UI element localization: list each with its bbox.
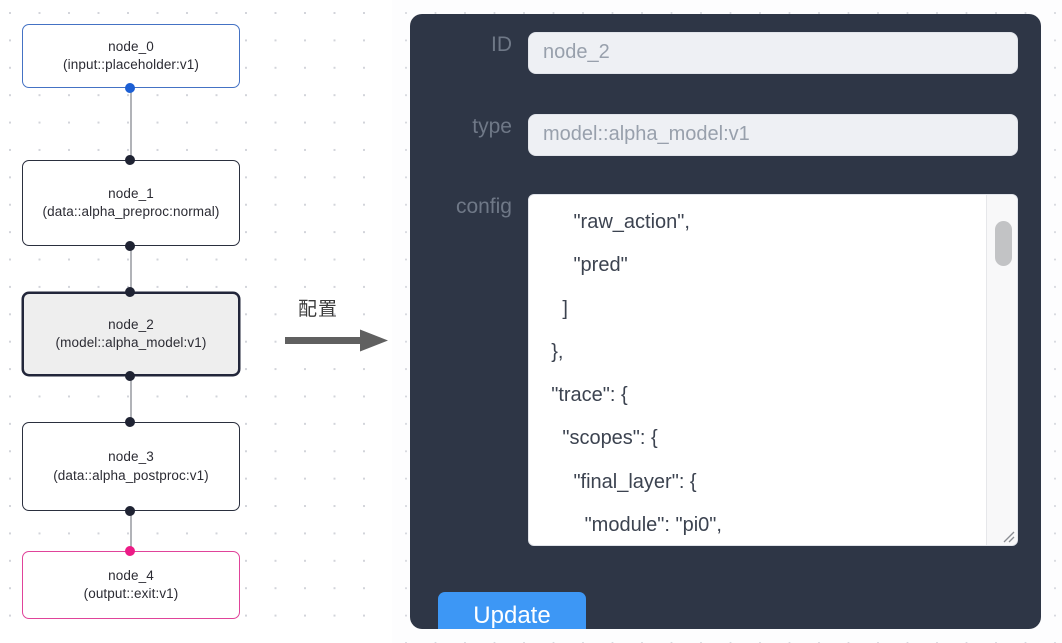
config-scrollbar[interactable] (986, 195, 1017, 545)
flow-arrow-group: 配置 (285, 298, 397, 356)
graph-node-node_0-label: node_0(input::placeholder:v1) (63, 38, 199, 73)
field-row-id: ID node_2 (424, 32, 1018, 74)
handle-node_1-source[interactable] (125, 241, 135, 251)
graph-node-node_4-label: node_4(output::exit:v1) (83, 567, 179, 602)
graph-node-node_2[interactable]: node_2(model::alpha_model:v1) (22, 292, 240, 376)
type-label: type (472, 115, 512, 138)
graph-node-node_1[interactable]: node_1(data::alpha_preproc:normal) (22, 160, 240, 246)
edge-node2-node3 (130, 376, 132, 422)
handle-node_3-source[interactable] (125, 506, 135, 516)
graph-node-node_3-label: node_3(data::alpha_postproc:v1) (53, 449, 209, 483)
graph-node-node_2-label: node_2(model::alpha_model:v1) (55, 316, 207, 351)
handle-node_0-source[interactable] (125, 83, 135, 93)
edge-node3-node4 (130, 511, 132, 551)
config-textarea-wrapper[interactable]: "raw_action", "pred" ] }, "trace": { "sc… (528, 194, 1018, 546)
node-config-panel: ID node_2 type model::alpha_model:v1 con… (410, 14, 1041, 629)
field-row-type: type model::alpha_model:v1 (424, 114, 1018, 156)
flow-arrow-label: 配置 (298, 299, 339, 320)
handle-node_3-target[interactable] (125, 417, 135, 427)
graph-node-node_4[interactable]: node_4(output::exit:v1) (22, 551, 240, 619)
right-arrow-icon (285, 329, 388, 352)
config-textarea[interactable]: "raw_action", "pred" ] }, "trace": { "sc… (551, 211, 722, 537)
field-row-config: config "raw_action", "pred" ] }, "trace"… (424, 194, 1018, 546)
handle-node_1-target[interactable] (125, 155, 135, 165)
graph-node-node_1-label: node_1(data::alpha_preproc:normal) (42, 185, 220, 220)
update-button[interactable]: Update (438, 592, 586, 629)
handle-node_2-target[interactable] (125, 287, 135, 297)
handle-node_2-source[interactable] (125, 371, 135, 381)
graph-node-node_3[interactable]: node_3(data::alpha_postproc:v1) (22, 422, 240, 511)
type-input[interactable]: model::alpha_model:v1 (528, 114, 1018, 156)
graph-node-node_0[interactable]: node_0(input::placeholder:v1) (22, 24, 240, 88)
edge-node0-node1 (130, 88, 132, 160)
id-input[interactable]: node_2 (528, 32, 1018, 74)
config-label: config (455, 195, 512, 218)
handle-node_4-target[interactable] (125, 546, 135, 556)
graph-canvas[interactable]: node_0(input::placeholder:v1) node_1(dat… (0, 0, 392, 643)
id-label: ID (491, 33, 512, 56)
edge-node1-node2 (130, 246, 132, 292)
config-scrollbar-thumb[interactable] (995, 221, 1012, 266)
resize-grip-icon[interactable] (999, 527, 1015, 543)
